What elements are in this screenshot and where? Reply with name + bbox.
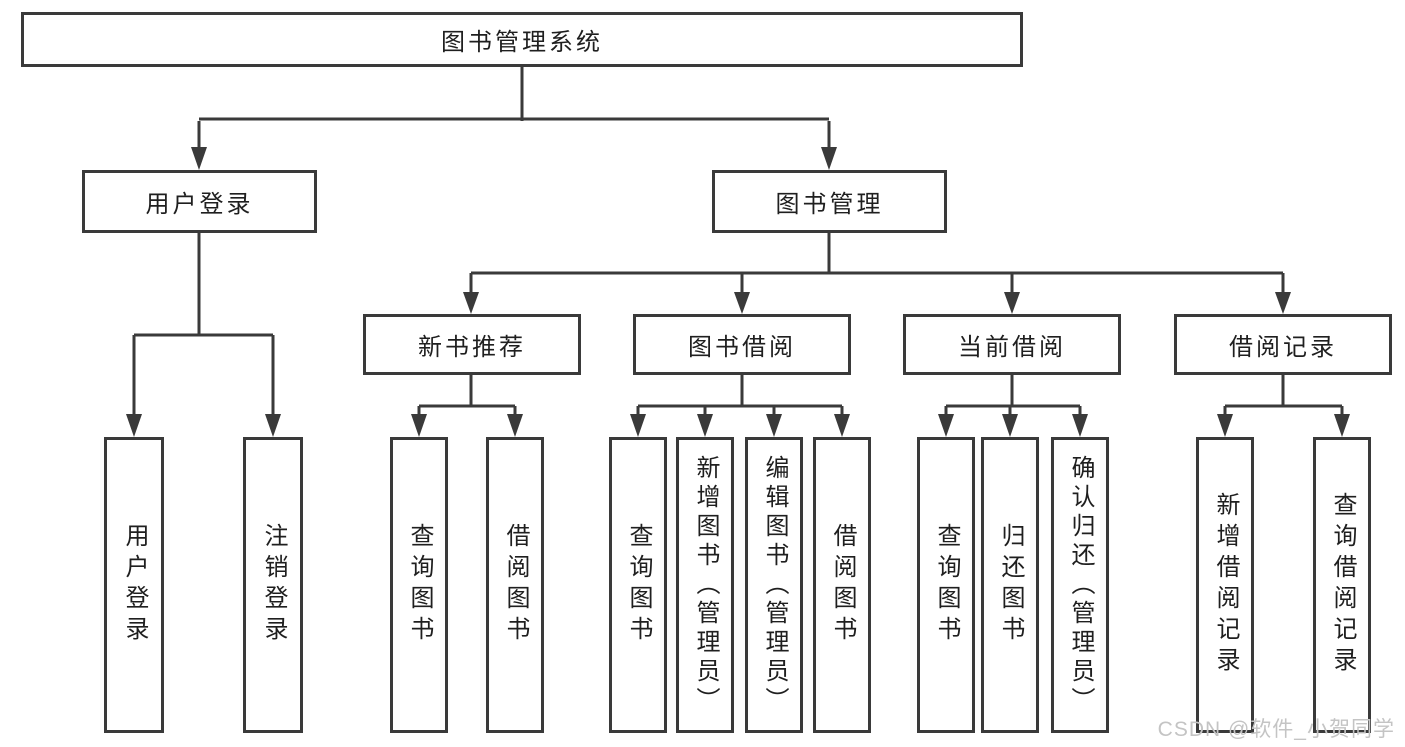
leaf-return-book: 归还图书 <box>981 437 1039 733</box>
connector-current-branch <box>938 375 1088 437</box>
node-root: 图书管理系统 <box>21 12 1023 67</box>
node-new-book-recommend: 新书推荐 <box>363 314 581 375</box>
node-user-login: 用户登录 <box>82 170 317 233</box>
leaf-query-book-borrow: 查询图书 <box>609 437 667 733</box>
leaf-edit-book-admin: 编辑图书（管理员） <box>745 437 803 733</box>
leaf-borrow-book-recommend: 借阅图书 <box>486 437 544 733</box>
connector-borrow-branch <box>630 375 850 437</box>
leaf-query-book-recommend: 查询图书 <box>390 437 448 733</box>
leaf-query-borrow-record: 查询借阅记录 <box>1313 437 1371 733</box>
leaf-logout: 注销登录 <box>243 437 303 733</box>
connector-user-login-branch <box>126 233 281 437</box>
leaf-user-login: 用户登录 <box>104 437 164 733</box>
node-book-borrow: 图书借阅 <box>633 314 851 375</box>
node-current-borrow: 当前借阅 <box>903 314 1121 375</box>
leaf-confirm-return-admin: 确认归还（管理员） <box>1051 437 1109 733</box>
connector-records-branch <box>1217 375 1350 437</box>
connector-book-management-to-level2 <box>463 233 1291 314</box>
connector-recommend-branch <box>411 375 523 437</box>
leaf-borrow-book: 借阅图书 <box>813 437 871 733</box>
leaf-add-book-admin: 新增图书（管理员） <box>676 437 734 733</box>
leaf-query-book-current: 查询图书 <box>917 437 975 733</box>
csdn-watermark: CSDN @软件_小贺同学 <box>1157 718 1395 741</box>
leaf-add-borrow-record: 新增借阅记录 <box>1196 437 1254 733</box>
connector-root-to-level1 <box>191 67 837 170</box>
node-borrow-records: 借阅记录 <box>1174 314 1392 375</box>
node-book-management: 图书管理 <box>712 170 947 233</box>
